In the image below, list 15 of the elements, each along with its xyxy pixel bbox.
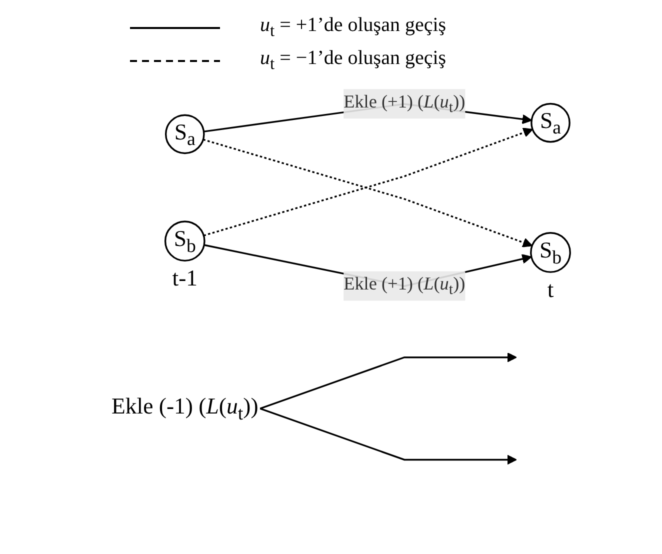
dashed-arrow <box>203 128 534 236</box>
node-text: Ekle (-1) (L(u$_{t}$)) <box>111 394 258 424</box>
dashed-arrow <box>202 138 533 248</box>
time-label: t <box>547 277 554 302</box>
leader-arrow <box>260 352 517 410</box>
time-label: t-1 <box>172 266 198 291</box>
node-circle: S$_{a}$ <box>530 102 570 143</box>
edge-label: Ekle (+1) (L(u$_{t}$)) <box>344 92 466 116</box>
legend-text: u$_{t}$ = −1’de oluşan geçiş <box>260 47 446 74</box>
legend-text: u$_{t}$ = +1’de oluşan geçiş <box>260 14 446 41</box>
node-circle: S$_{b}$ <box>530 232 571 273</box>
node-circle: S$_{b}$ <box>164 220 206 262</box>
edge-label: Ekle (+1) (L(u$_{t}$)) <box>344 274 466 298</box>
leader-arrow <box>260 408 517 465</box>
node-circle: S$_{a}$ <box>164 114 205 154</box>
